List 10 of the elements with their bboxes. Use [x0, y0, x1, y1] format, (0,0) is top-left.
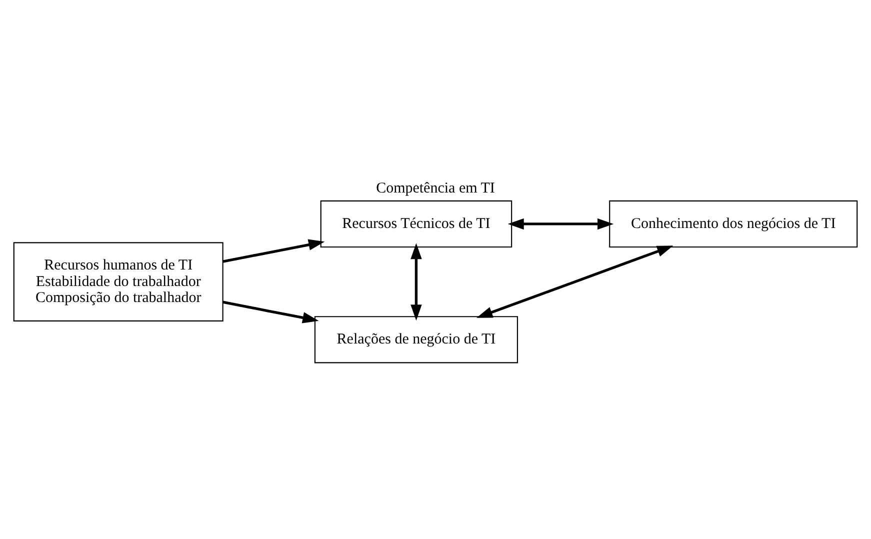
arrow: [222, 239, 325, 263]
node-box: Recursos humanos de TI Estabilidade do trabalhador Composição do trabalhador: [13, 242, 224, 322]
node-box: Relações de negócio de TI: [314, 316, 518, 364]
node-box: Conhecimento dos negócios de TI: [609, 200, 858, 248]
diagram-title: Competência em TI: [376, 180, 495, 197]
arrow: [508, 218, 614, 230]
arrow: [476, 246, 674, 318]
arrow: [410, 243, 422, 321]
node-box: Recursos Técnicos de TI: [320, 200, 512, 248]
arrow: [222, 300, 319, 324]
